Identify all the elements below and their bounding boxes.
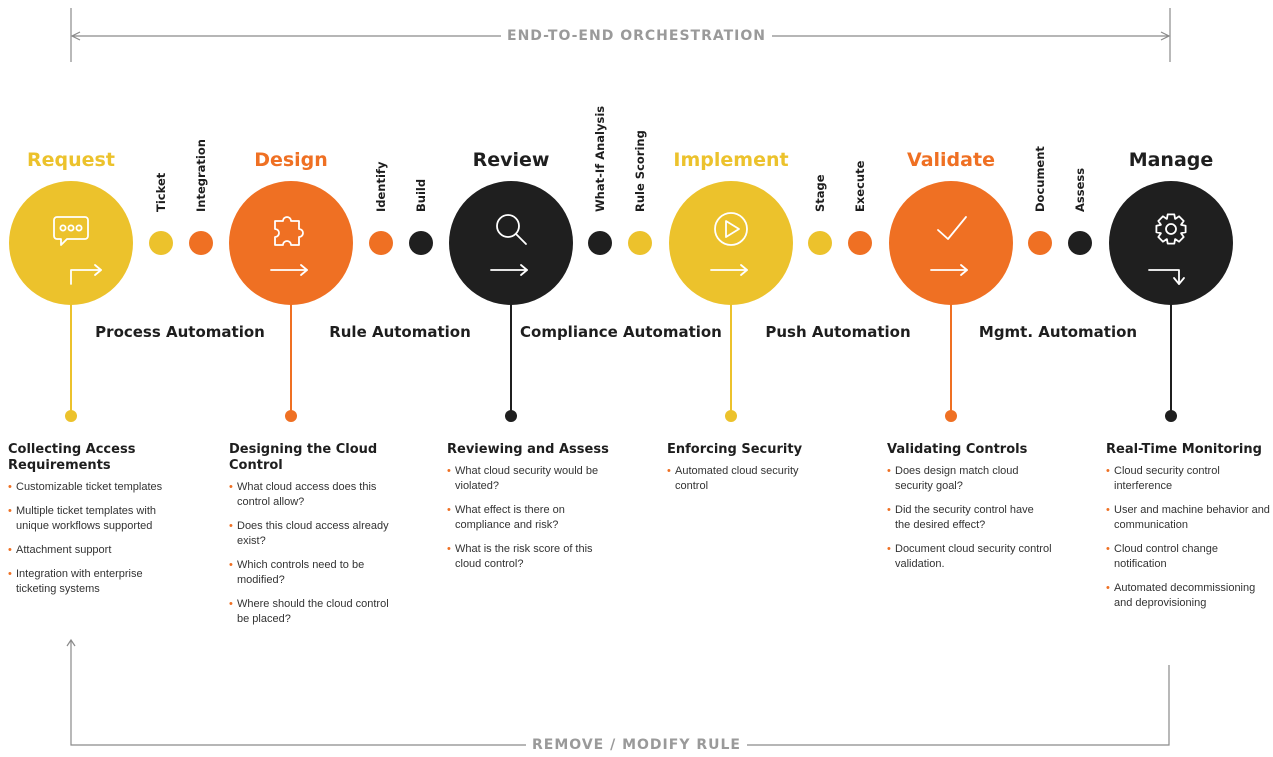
stage-detail-manage: Real-Time MonitoringCloud security contr… — [1106, 442, 1271, 620]
detail-bullet: What effect is there on compliance and r… — [447, 503, 612, 533]
stage-detail-heading: Enforcing Security — [667, 442, 803, 457]
right-arrow-icon — [490, 264, 528, 276]
stage-detail-list: What cloud security would be violated? Wh… — [447, 464, 612, 572]
stage-detail-list: What cloud access does this control allo… — [229, 480, 394, 627]
stage-detail-heading: Validating Controls — [887, 442, 1028, 457]
right-arrow-down-icon — [1148, 269, 1185, 285]
detail-bullet: Cloud security control interference — [1106, 464, 1271, 494]
detail-bullet: Which controls need to be modified? — [229, 558, 394, 588]
detail-bullet: Where should the cloud control be placed… — [229, 597, 394, 627]
detail-bullet: User and machine behavior and communicat… — [1106, 503, 1271, 533]
stage-title-implement: Implement — [673, 149, 789, 171]
stage-detail-list: Automated cloud security control — [667, 464, 832, 494]
detail-bullet: What cloud access does this control allo… — [229, 480, 394, 510]
detail-bullet: Attachment support — [8, 543, 173, 558]
detail-bullet: Document cloud security control validati… — [887, 542, 1052, 572]
stage-detail-design: Designing the Cloud ControlWhat cloud ac… — [229, 442, 394, 636]
checkmark-icon — [937, 216, 967, 240]
automation-label: Push Automation — [765, 323, 911, 341]
stage-validate — [889, 181, 1013, 422]
step-dot — [1068, 231, 1092, 255]
detail-bullet: Automated decommissioning and deprovisio… — [1106, 581, 1271, 611]
stage-detail-heading: Reviewing and Assess — [447, 442, 609, 457]
stage-pin-dot — [505, 410, 517, 422]
right-arrow-icon — [930, 264, 968, 276]
detail-bullet: What is the risk score of this cloud con… — [447, 542, 612, 572]
stage-detail-heading: Collecting Access Requirements — [8, 442, 136, 473]
end-to-end-orchestration-label: END-TO-END ORCHESTRATION — [0, 27, 1273, 45]
right-arrow-icon — [270, 264, 308, 276]
stage-detail-heading: Designing the Cloud Control — [229, 442, 378, 473]
puzzle-icon — [274, 216, 304, 246]
stage-pin-dot — [65, 410, 77, 422]
stage-pin-dot — [285, 410, 297, 422]
stage-detail-implement: Enforcing SecurityAutomated cloud securi… — [667, 442, 832, 503]
detail-bullet: Automated cloud security control — [667, 464, 832, 494]
stage-detail-heading: Real-Time Monitoring — [1106, 442, 1262, 457]
automation-label: Rule Automation — [329, 323, 471, 341]
bottom-feedback-bracket — [66, 638, 1170, 746]
detail-bullet: What cloud security would be violated? — [447, 464, 612, 494]
stage-detail-review: Reviewing and AssessWhat cloud security … — [447, 442, 612, 581]
stage-design — [229, 181, 353, 422]
stage-circle — [889, 181, 1013, 305]
magnifier-icon — [496, 214, 527, 245]
connector-2 — [369, 231, 433, 255]
step-dot — [628, 231, 652, 255]
detail-bullet: Does this cloud access already exist? — [229, 519, 394, 549]
stage-review — [449, 181, 573, 422]
stage-pin-dot — [945, 410, 957, 422]
step-dot — [409, 231, 433, 255]
stage-circle — [449, 181, 573, 305]
stage-detail-list: Customizable ticket templatesMultiple ti… — [8, 480, 173, 597]
stage-title-design: Design — [254, 149, 328, 171]
stage-detail-validate: Validating ControlsDoes design match clo… — [887, 442, 1052, 581]
detail-bullet: Did the security control have the desire… — [887, 503, 1052, 533]
step-dot — [149, 231, 173, 255]
step-dot — [369, 231, 393, 255]
stage-title-manage: Manage — [1128, 149, 1214, 171]
automation-label: Compliance Automation — [520, 323, 722, 341]
stage-title-review: Review — [472, 149, 550, 171]
detail-bullet: Does design match cloud security goal? — [887, 464, 1052, 494]
connector-4 — [808, 231, 872, 255]
detail-bullet: Integration with enterprise ticketing sy… — [8, 567, 173, 597]
detail-bullet: Cloud control change notification — [1106, 542, 1271, 572]
connector-5 — [1028, 231, 1092, 255]
stage-circle — [669, 181, 793, 305]
stage-title-request: Request — [27, 149, 115, 171]
stage-request — [9, 181, 133, 422]
stage-manage — [1109, 181, 1233, 422]
right-arrow-up-icon — [70, 264, 102, 285]
stage-pin-dot — [1165, 410, 1177, 422]
stage-pin-dot — [725, 410, 737, 422]
connector-1 — [149, 231, 213, 255]
automation-label: Process Automation — [95, 323, 265, 341]
right-arrow-icon — [710, 264, 748, 276]
stage-detail-list: Does design match cloud security goal? Di… — [887, 464, 1052, 572]
connector-3 — [588, 231, 652, 255]
stage-title-validate: Validate — [907, 149, 995, 171]
gear-icon — [1155, 213, 1187, 245]
detail-bullet: Customizable ticket templates — [8, 480, 173, 495]
play-icon — [714, 212, 748, 246]
step-dot — [848, 231, 872, 255]
automation-label: Mgmt. Automation — [978, 323, 1138, 341]
step-dot — [1028, 231, 1052, 255]
stage-detail-request: Collecting Access RequirementsCustomizab… — [8, 442, 173, 606]
stage-detail-list: Cloud security control interferenceUser … — [1106, 464, 1271, 611]
remove-modify-rule-label: REMOVE / MODIFY RULE — [0, 736, 1273, 754]
detail-bullet: Multiple ticket templates with unique wo… — [8, 504, 173, 534]
step-dot — [189, 231, 213, 255]
step-dot — [808, 231, 832, 255]
chat-bubble-icon — [53, 216, 89, 246]
stage-circle — [9, 181, 133, 305]
stage-implement — [669, 181, 793, 422]
step-dot — [588, 231, 612, 255]
